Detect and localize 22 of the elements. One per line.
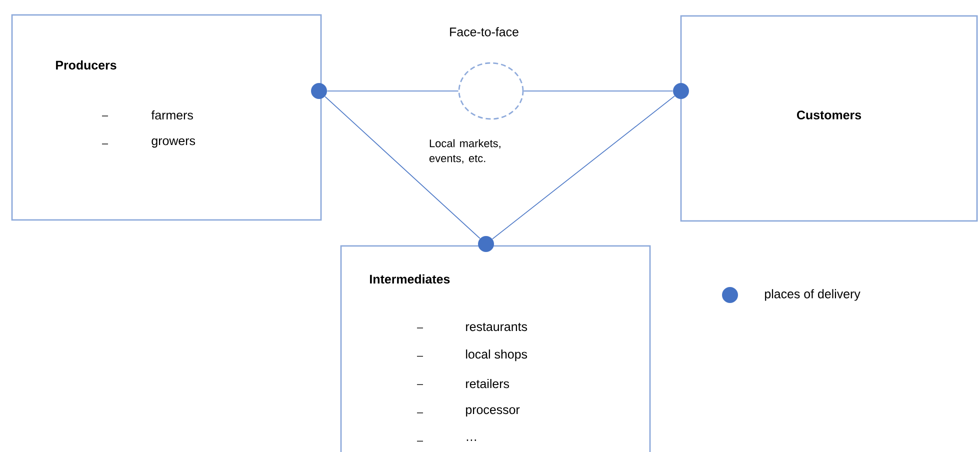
list-box: Customers bbox=[680, 15, 978, 222]
node-label: farmers bbox=[151, 110, 193, 120]
connector-line bbox=[324, 96, 480, 239]
node-label: restaurants bbox=[466, 322, 528, 332]
node-label: processor bbox=[466, 407, 520, 417]
connector-line bbox=[326, 90, 459, 92]
node-label: local shops bbox=[466, 349, 528, 362]
legend-text: places of delivery bbox=[765, 289, 860, 301]
list-box: Producers farmers growers bbox=[11, 14, 322, 221]
list-box: Intermediates restaurants local shops retailers processor … bbox=[340, 245, 651, 452]
circle-caption: Face-to-face bbox=[450, 27, 518, 36]
node-label: Intermediates bbox=[370, 274, 450, 284]
node-label: Producers bbox=[56, 60, 116, 70]
node-label: retailers bbox=[466, 379, 510, 388]
delivery-dot bbox=[478, 236, 494, 252]
node-label: growers bbox=[152, 138, 196, 148]
connector-line bbox=[492, 96, 675, 240]
connector-line bbox=[523, 90, 674, 92]
node-label: … bbox=[466, 440, 476, 441]
delivery-dot bbox=[311, 82, 327, 99]
circle-caption: Local markets, events, etc. bbox=[429, 139, 500, 164]
delivery-dot bbox=[673, 82, 689, 99]
